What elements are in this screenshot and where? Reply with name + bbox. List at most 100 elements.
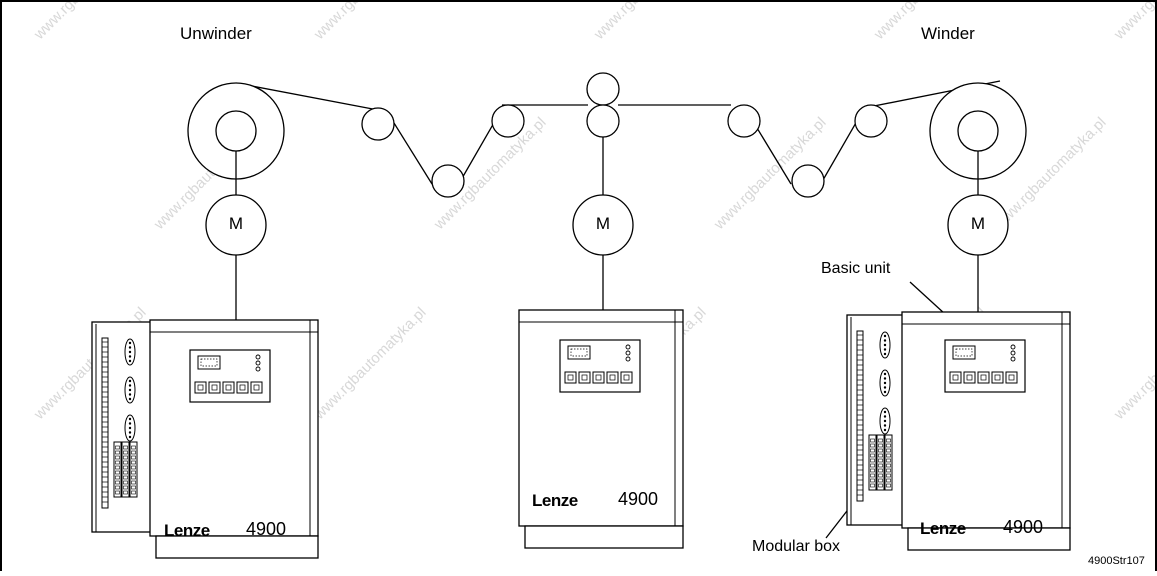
terminal-screw: [131, 485, 136, 490]
unwinder-hub: [215, 110, 257, 152]
led-indicator: [1010, 344, 1016, 350]
terminal-block: [113, 441, 122, 498]
terminal-screw: [878, 473, 883, 478]
terminal-screw: [131, 480, 136, 485]
led-indicator: [1010, 350, 1016, 356]
watermark-text: www.rgbautomatyka.pl: [310, 0, 429, 44]
watermark-text: www.rgbautomatyka.pl: [30, 0, 149, 44]
terminal-screw: [886, 478, 891, 483]
terminal-screw: [870, 458, 875, 463]
drive-brand: Lenze: [164, 521, 210, 540]
keypad-key-inner: [1008, 374, 1015, 381]
terminal-screw: [115, 445, 120, 450]
terminal-screw: [878, 478, 883, 483]
terminal-screw: [878, 458, 883, 463]
led-indicator: [255, 366, 261, 372]
terminal-screw: [870, 463, 875, 468]
terminal-screw: [115, 490, 120, 495]
connector-pin: [883, 348, 887, 351]
drive-winder: [846, 311, 1071, 551]
connector-pin: [128, 426, 132, 430]
connector-pin: [883, 428, 887, 432]
guide-roller: [491, 104, 525, 138]
terminal-screw: [878, 443, 883, 448]
terminal-strip: [101, 337, 109, 509]
terminal-screw: [131, 455, 136, 460]
terminal-screw: [878, 448, 883, 453]
watermark-text: www.rgbautomatyka.pl: [1110, 0, 1157, 44]
web-line: [235, 82, 379, 111]
keypad-key-inner: [595, 374, 602, 381]
winder-hub: [957, 110, 999, 152]
connector-pin: [128, 384, 132, 387]
keypad-key-inner: [966, 374, 973, 381]
terminal-screw: [878, 438, 883, 443]
terminal-screw: [878, 453, 883, 458]
terminal-block: [868, 434, 877, 491]
terminal-screw: [123, 445, 128, 450]
keypad-key-inner: [581, 374, 588, 381]
terminal-screw: [115, 480, 120, 485]
keypad-key-inner: [567, 374, 574, 381]
connector-pin: [128, 417, 132, 421]
web-line: [822, 120, 858, 181]
terminal-screw: [123, 470, 128, 475]
keypad-key-inner: [197, 384, 204, 391]
terminal-strip: [856, 330, 864, 502]
figure-reference: 4900Str107: [1088, 555, 1145, 567]
motor-label: M: [228, 214, 244, 233]
terminal-screw: [123, 480, 128, 485]
cabinet-base: [524, 525, 684, 549]
terminal-screw: [123, 455, 128, 460]
terminal-block: [121, 441, 130, 498]
terminal-screw: [886, 438, 891, 443]
guide-roller: [727, 104, 761, 138]
unwinder-label: Unwinder: [180, 24, 252, 43]
nip-roller-top: [586, 72, 620, 106]
terminal-screw: [886, 458, 891, 463]
drive-model: 4900: [246, 519, 287, 539]
terminal-screw: [115, 460, 120, 465]
cabinet-base: [155, 535, 319, 559]
terminal-screw: [886, 448, 891, 453]
terminal-screw: [886, 463, 891, 468]
terminal-screw: [123, 465, 128, 470]
connector-pin: [883, 415, 887, 418]
display-segments: [200, 358, 218, 367]
terminal-screw: [870, 448, 875, 453]
motor-label: M: [970, 214, 986, 233]
terminal-screw: [115, 450, 120, 455]
modular-box-label: Modular box: [752, 538, 841, 555]
guide-roller: [361, 107, 395, 141]
basic-unit-leader: [909, 281, 946, 315]
connector-pin: [883, 424, 887, 427]
terminal-screw: [131, 490, 136, 495]
terminal-screw: [870, 443, 875, 448]
connector-pin: [128, 341, 132, 345]
terminal-screw: [123, 490, 128, 495]
terminal-screw: [131, 465, 136, 470]
dancer-roller: [791, 164, 825, 198]
watermark-text: www.rgbautomatyka.pl: [590, 0, 709, 44]
keypad-key-inner: [225, 384, 232, 391]
led-indicator: [1010, 356, 1016, 362]
keypad-key-inner: [239, 384, 246, 391]
terminal-screw: [870, 453, 875, 458]
drive-brand: Lenze: [532, 491, 578, 510]
terminal-screw: [870, 478, 875, 483]
led-indicator: [625, 356, 631, 362]
connector-pin: [883, 377, 887, 380]
watermark-text: www.rgbautomatyka.pl: [310, 304, 429, 423]
terminal-screw: [886, 468, 891, 473]
terminal-screw: [131, 470, 136, 475]
terminal-screw: [870, 483, 875, 488]
display-segments: [955, 348, 973, 357]
terminal-screw: [123, 460, 128, 465]
connector-pin: [128, 388, 132, 392]
connector-pin: [883, 386, 887, 389]
drive-brand: Lenze: [920, 519, 966, 538]
terminal-screw: [131, 475, 136, 480]
terminal-screw: [878, 463, 883, 468]
modular-box: [846, 314, 910, 526]
